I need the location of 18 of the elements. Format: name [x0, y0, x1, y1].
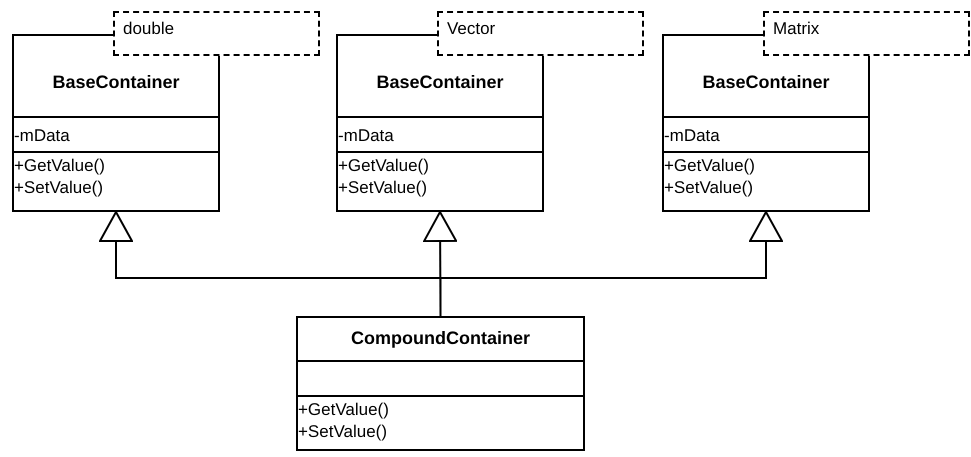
method-text: +GetValue()	[338, 155, 429, 178]
attribute-text: -mData	[338, 124, 394, 147]
method-text: +SetValue()	[14, 177, 103, 200]
method-text: +SetValue()	[298, 420, 387, 443]
attribute-text: -mData	[14, 124, 70, 147]
template-parameter: Matrix	[763, 11, 970, 56]
class-name: BaseContainer	[52, 72, 180, 93]
template-parameter: double	[113, 11, 320, 56]
class-name: BaseContainer	[702, 72, 830, 93]
method-text: +GetValue()	[664, 155, 755, 178]
class-name: CompoundContainer	[351, 328, 530, 350]
template-parameter: Vector	[437, 11, 644, 56]
method-text: +SetValue()	[664, 177, 753, 200]
method-text: +SetValue()	[338, 177, 427, 200]
method-text: +GetValue()	[14, 155, 105, 178]
class-name: BaseContainer	[376, 72, 504, 93]
method-text: +GetValue()	[298, 398, 389, 421]
attribute-text: -mData	[664, 124, 720, 147]
